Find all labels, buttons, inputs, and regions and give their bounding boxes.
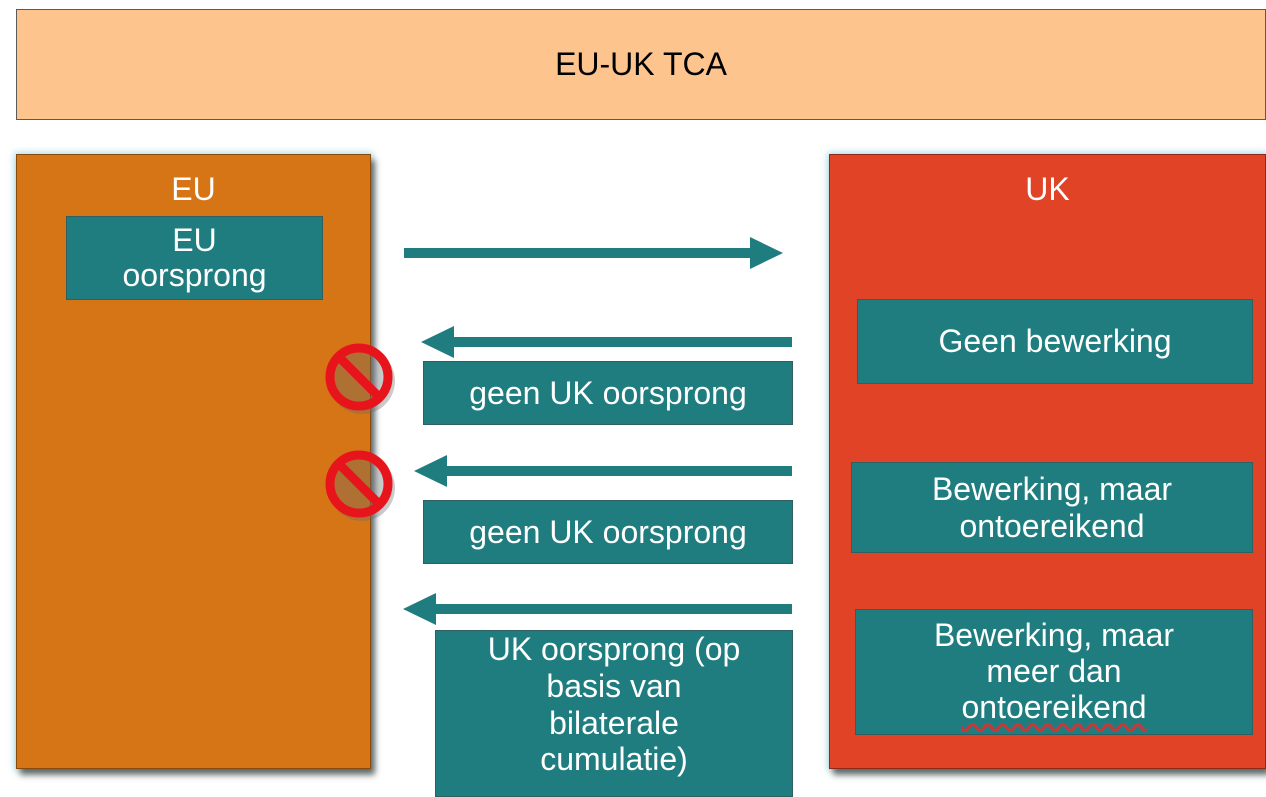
uk-box-no-processing: Geen bewerking (857, 299, 1253, 384)
flow-label-box-1: geen UK oorsprong (423, 361, 793, 425)
arrow-uk-to-eu-2 (414, 455, 792, 487)
uk-box-insufficient: Bewerking, maar ontoereikend (851, 462, 1253, 553)
uk-box-sufficient-line2: meer dan (986, 653, 1122, 690)
uk-box-sufficient-line1: Bewerking, maar (933, 617, 1175, 654)
no-entry-icon (325, 450, 395, 521)
flow-label-3-line2: basis van (546, 667, 682, 704)
uk-box-sufficient: Bewerking, maar meer dan ontoereikend (855, 609, 1253, 735)
flow-label-2: geen UK oorsprong (469, 513, 747, 550)
no-entry-icon (325, 343, 395, 414)
eu-panel-title: EU (171, 171, 216, 207)
flow-label-1: geen UK oorsprong (469, 374, 747, 411)
uk-panel-title: UK (1025, 171, 1070, 207)
diagram-title: EU-UK TCA (555, 46, 727, 82)
eu-origin-line1: EU (172, 221, 217, 258)
eu-origin-line2: oorsprong (122, 257, 267, 293)
flow-label-3-line4: cumulatie) (540, 741, 688, 778)
title-bar: EU-UK TCA (16, 9, 1266, 120)
flow-label-3-line1: UK oorsprong (op (487, 631, 741, 667)
flow-label-3-line3: bilaterale (549, 704, 679, 741)
flow-label-box-3: UK oorsprong (op basis van bilaterale cu… (435, 630, 793, 797)
uk-box-insufficient-line2: ontoereikend (959, 507, 1145, 544)
eu-origin-box: EU oorsprong (66, 216, 323, 300)
arrow-uk-to-eu-3 (403, 593, 792, 625)
uk-box-no-processing-label: Geen bewerking (938, 323, 1172, 360)
uk-box-insufficient-line1: Bewerking, maar (931, 470, 1173, 507)
uk-box-sufficient-line3: ontoereikend (961, 688, 1147, 725)
flow-label-box-2: geen UK oorsprong (423, 500, 793, 564)
arrow-eu-to-uk (404, 237, 783, 269)
arrow-uk-to-eu-1 (421, 326, 792, 358)
